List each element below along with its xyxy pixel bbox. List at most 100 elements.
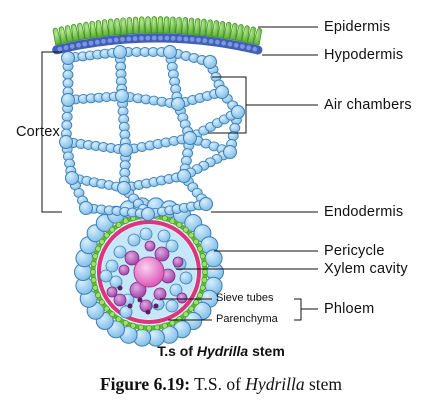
epidermis-cell	[120, 17, 128, 35]
parenchyma-cell	[139, 227, 153, 241]
epidermis-cell	[114, 17, 122, 36]
endodermis-cell	[95, 292, 101, 299]
label-xylem-cavity: Xylem cavity	[324, 261, 408, 277]
epidermis-cell	[252, 27, 263, 46]
label-phloem: Phloem	[324, 301, 375, 317]
endodermis-cell	[130, 322, 137, 329]
hypodermis-cell	[215, 39, 220, 45]
epidermis-cell	[229, 22, 238, 41]
endodermis-cell	[122, 319, 129, 326]
epidermis-cell	[138, 16, 146, 34]
subtitle-species: Hydrilla	[196, 343, 249, 359]
epidermis-cell	[156, 16, 164, 34]
phloem-cell	[144, 240, 156, 252]
sieve-tube	[117, 285, 123, 291]
caption-text-post: stem	[304, 374, 343, 394]
hypodermis-cell	[120, 37, 125, 42]
bracket-cortex	[41, 51, 62, 213]
diagram-subtitle: T.s of Hydrilla stem	[0, 343, 442, 359]
epidermis-cell	[144, 16, 152, 34]
cortex-junction-cell	[61, 93, 75, 107]
endodermis-cell	[161, 322, 168, 329]
endodermis-cell	[115, 221, 122, 228]
label-sieve-tubes: Sieve tubes	[216, 292, 274, 304]
phloem-cell	[113, 293, 127, 307]
hypodermis-layer	[52, 33, 263, 55]
epidermis-layer	[52, 16, 263, 46]
hypodermis-cell	[202, 38, 208, 44]
epidermis-cell	[89, 20, 98, 39]
epidermis-cell	[64, 25, 74, 43]
endodermis-cell	[161, 215, 168, 222]
hypodermis-cell	[69, 44, 75, 49]
epidermis-cell	[217, 20, 226, 39]
hypodermis-cell	[233, 42, 239, 48]
cortex-junction-cell	[59, 135, 73, 149]
parenchyma-cell	[109, 275, 123, 289]
parenchyma-cell	[127, 233, 141, 247]
hypodermis-cell	[196, 37, 201, 43]
label-endodermis: Endodermis	[324, 204, 404, 220]
epidermis-cell	[246, 26, 256, 45]
cortex-junction-cell	[115, 89, 129, 103]
parenchyma-cell	[165, 239, 179, 253]
endodermis-cell	[103, 232, 110, 239]
hypodermis-cell	[158, 35, 163, 41]
endodermis-cell	[115, 316, 122, 322]
epidermis-cell	[223, 21, 232, 40]
endodermis-cell	[122, 218, 129, 224]
parenchyma-cell	[99, 269, 113, 283]
hypodermis-cell	[240, 44, 245, 49]
cortex-junction-cell	[65, 171, 79, 185]
endodermis-cell	[182, 311, 189, 318]
hypodermis-cell	[82, 41, 88, 47]
parenchyma-cell	[113, 245, 127, 259]
figure-caption: Figure 6.19: T.S. of Hydrilla stem	[0, 374, 442, 395]
endodermis-cell	[176, 316, 183, 322]
endodermis-cell	[92, 253, 99, 260]
epidermis-cell	[163, 16, 170, 34]
endodermis-cell	[182, 226, 189, 233]
endodermis-cell	[169, 319, 176, 326]
hypodermis-cell	[57, 46, 63, 52]
endodermis-cell	[138, 324, 144, 331]
stele	[74, 197, 224, 347]
leader-lines	[41, 26, 318, 321]
parenchyma-cell	[165, 299, 179, 313]
epidermis-cell	[175, 16, 182, 35]
epidermis-cell	[187, 17, 195, 35]
endodermis-cell	[90, 261, 97, 267]
epidermis-cell	[70, 23, 80, 42]
hypodermis-cell	[94, 39, 100, 45]
endodermis-cell	[193, 238, 199, 245]
endodermis-cell	[146, 325, 152, 331]
cortex-junction-cell	[61, 51, 75, 65]
cortex-junction-cell	[231, 105, 245, 119]
hypodermis-cell	[183, 36, 189, 42]
hypodermis-cell	[252, 46, 258, 52]
phloem-cell	[139, 299, 153, 313]
endodermis-cell	[169, 218, 176, 224]
cortex-junction-cell	[223, 145, 237, 159]
epidermis-cell	[95, 20, 104, 38]
cortex-junction-cell	[215, 85, 229, 99]
hypodermis-cell	[246, 45, 252, 51]
phloem-cell	[124, 250, 140, 266]
xylem-cavity	[133, 256, 165, 288]
endodermis-cell	[202, 269, 208, 275]
epidermis-cell	[101, 19, 110, 37]
cortex-junction-cell	[203, 55, 217, 69]
phloem-cell	[118, 264, 130, 276]
endodermis-cell	[196, 292, 203, 299]
cortex-cell	[62, 69, 74, 80]
hypodermis-cell	[170, 35, 176, 41]
hypodermis-cell	[101, 38, 106, 44]
sieve-tube	[127, 303, 133, 309]
endodermis-cell	[176, 221, 183, 228]
hypodermis-cell	[177, 36, 182, 41]
epidermis-cell	[108, 18, 116, 36]
epidermis-cell	[205, 19, 213, 37]
cortex-cell	[61, 120, 73, 131]
phloem-cell	[176, 292, 188, 304]
